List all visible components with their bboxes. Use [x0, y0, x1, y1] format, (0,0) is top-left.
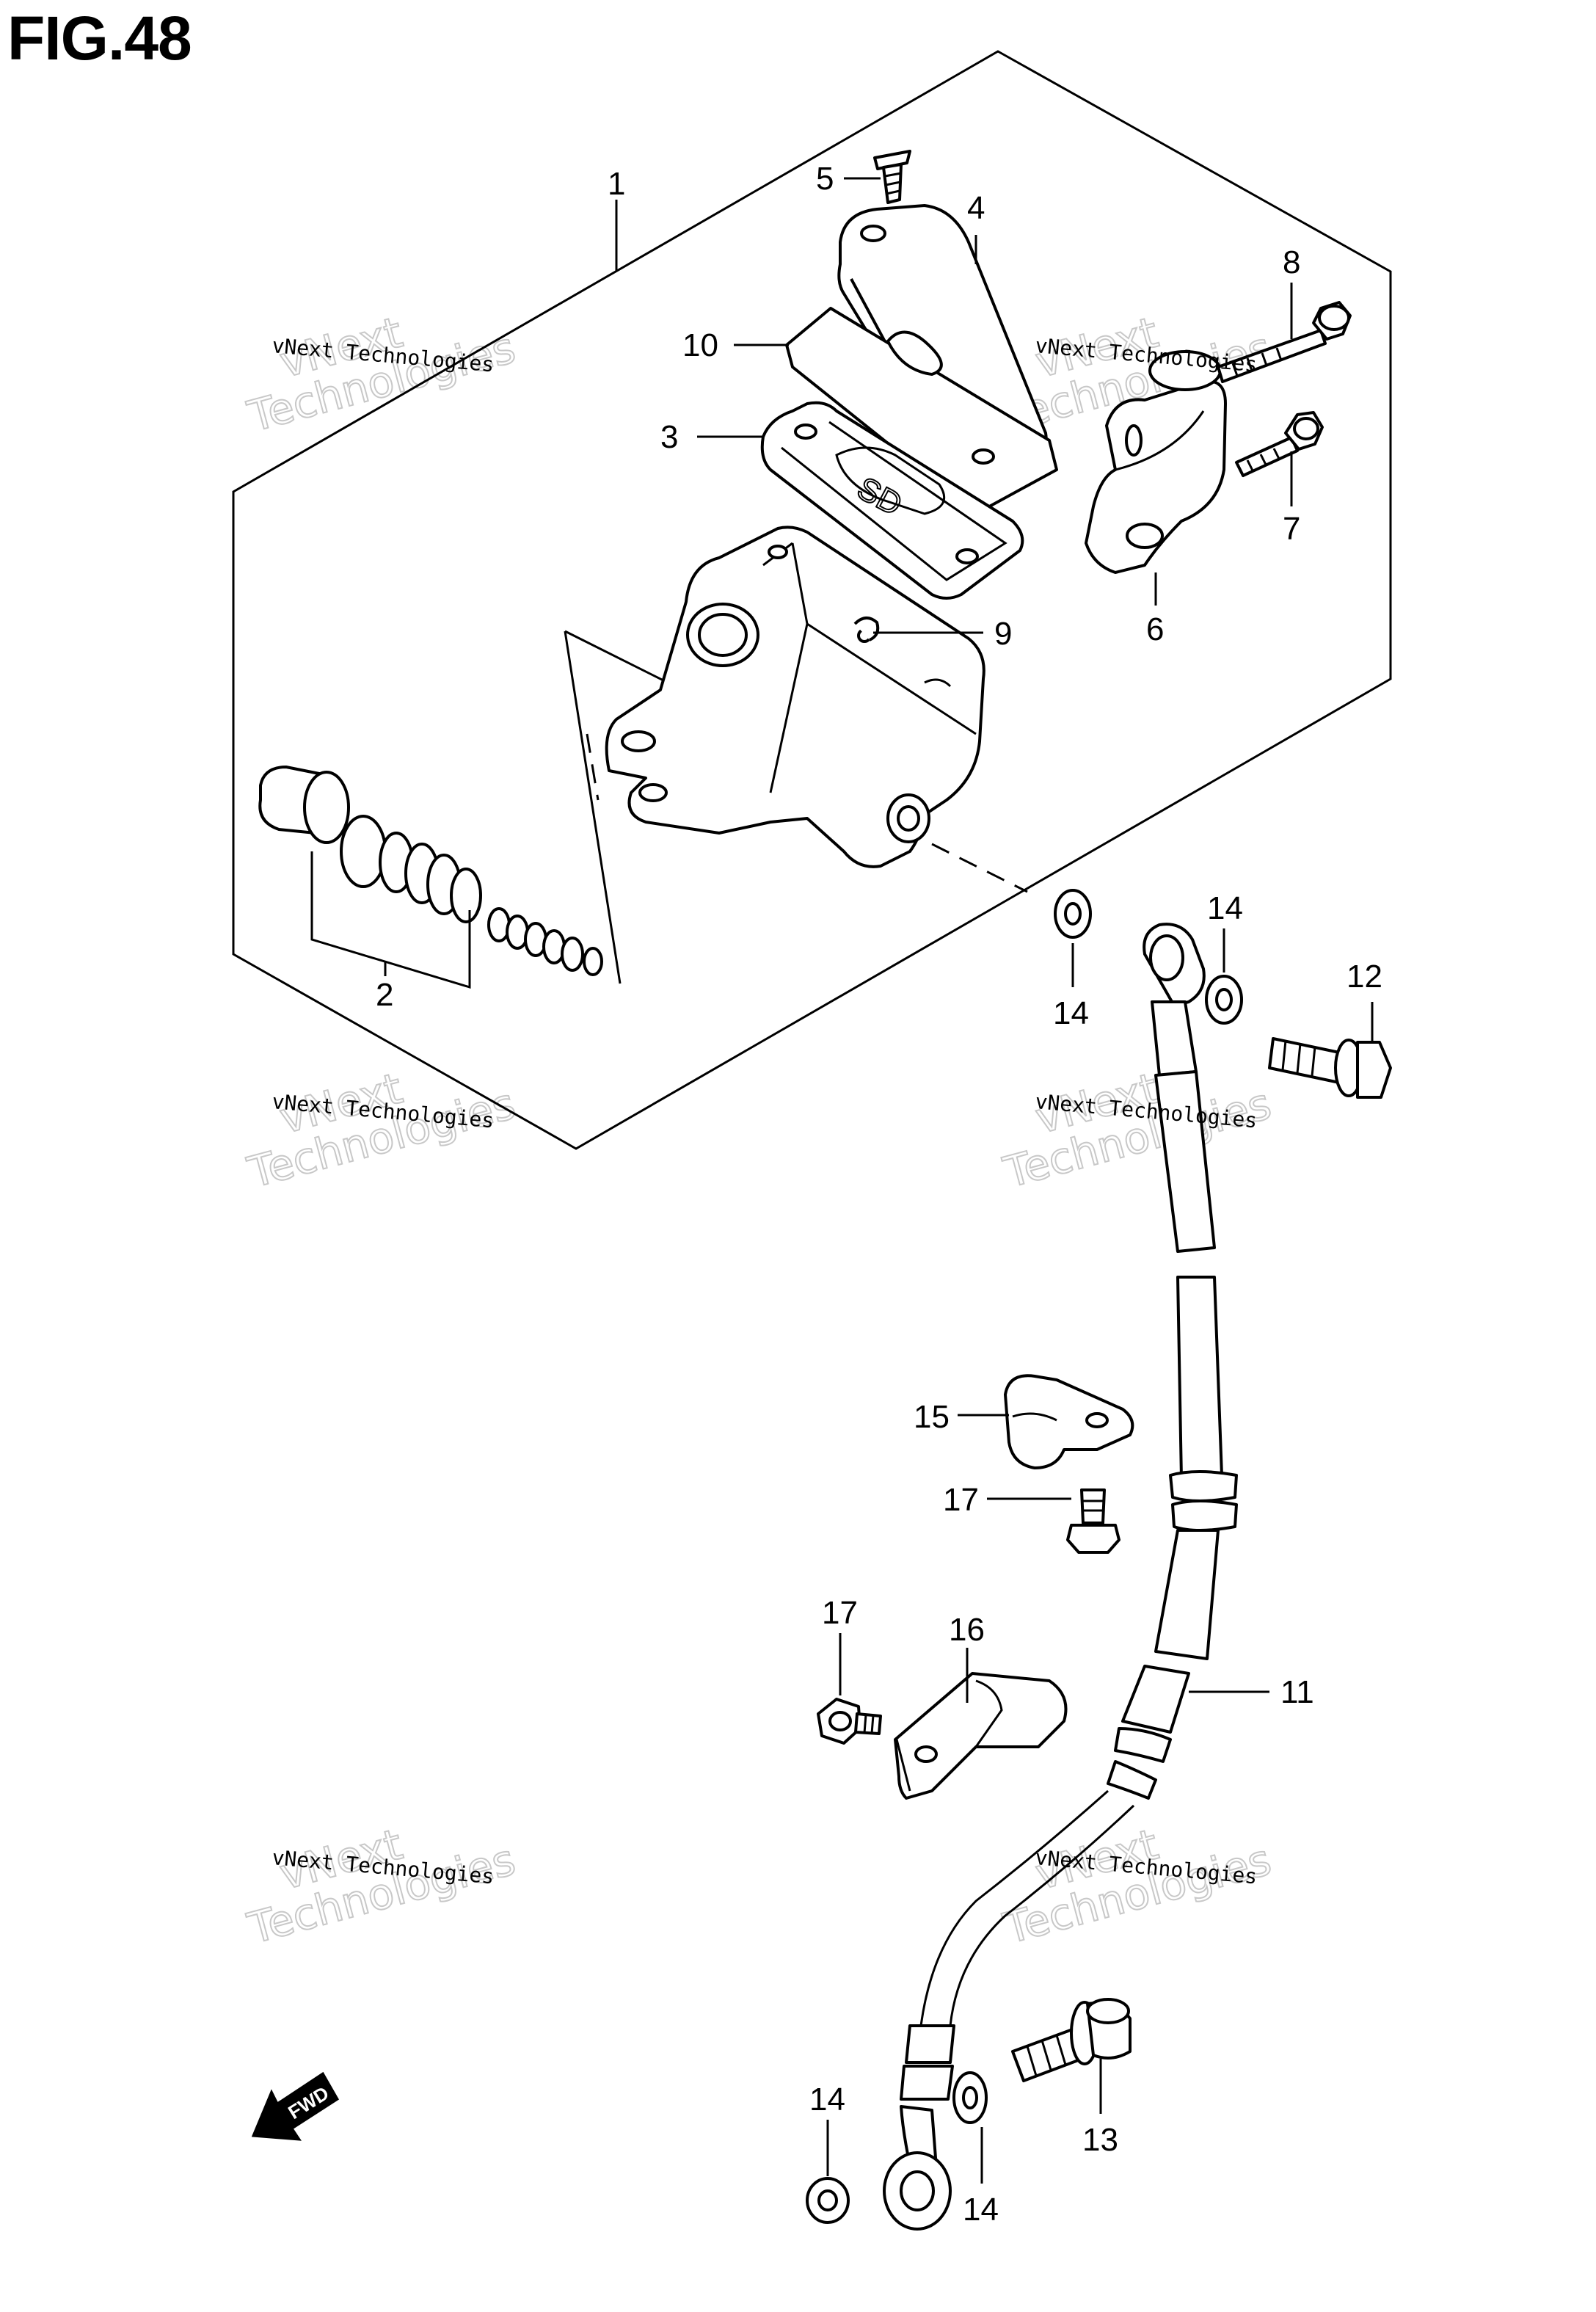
brake-hose-part-11 — [883, 923, 1238, 2231]
callout-labels: 1 2 3 4 5 6 7 8 9 10 11 12 13 14 14 14 1… — [376, 161, 1382, 2228]
callout-11: 11 — [1280, 1674, 1314, 1710]
callout-17: 17 — [943, 1482, 979, 1518]
callout-14: 14 — [1207, 890, 1243, 926]
callout-10: 10 — [682, 327, 718, 363]
callout-13: 13 — [1082, 2122, 1118, 2158]
wedge-outline — [564, 630, 622, 984]
callout-16: 16 — [949, 1612, 985, 1648]
callout-6: 6 — [1146, 611, 1164, 647]
screw-part-5 — [873, 150, 911, 204]
holder-clamp-part-6 — [1085, 350, 1227, 574]
callout-5: 5 — [816, 161, 834, 197]
washer-part-14 — [952, 2071, 988, 2124]
forward-arrow-icon: FWD — [251, 2071, 340, 2141]
bolt-part-8 — [1217, 301, 1352, 383]
bolt-part-17 — [817, 1698, 882, 1745]
washer-part-14 — [1205, 975, 1243, 1025]
washer-part-14 — [806, 2177, 850, 2224]
piston-kit-part-2 — [258, 766, 603, 976]
callout-2: 2 — [376, 977, 393, 1013]
master-cylinder-body — [605, 526, 985, 868]
callout-9: 9 — [994, 616, 1012, 652]
axis-line — [931, 843, 1028, 893]
diaphragm-plate-part-10 — [785, 307, 1058, 515]
callout-8: 8 — [1283, 244, 1300, 280]
figure-title: FIG.48 — [7, 4, 192, 73]
callout-14: 14 — [1053, 995, 1089, 1031]
bracket-part-2 — [310, 851, 471, 989]
assembly-outline — [232, 50, 1392, 1150]
callout-17: 17 — [822, 1595, 858, 1631]
callout-4: 4 — [967, 190, 985, 226]
bracket-part-16 — [894, 1672, 1068, 1800]
callout-15: 15 — [914, 1399, 950, 1435]
union-bolt-part-12 — [1268, 1037, 1392, 1099]
circlip-part-9 — [853, 617, 880, 641]
union-bolt-part-13 — [1011, 1998, 1132, 2082]
bolt-part-17 — [1066, 1488, 1121, 1554]
callout-12: 12 — [1347, 959, 1382, 995]
callout-14: 14 — [809, 2082, 845, 2117]
axis-line — [586, 733, 600, 801]
callout-14: 14 — [963, 2192, 999, 2228]
callout-7: 7 — [1283, 511, 1300, 547]
bolt-part-7 — [1235, 411, 1324, 477]
clamp-part-15 — [1004, 1374, 1134, 1469]
callout-1: 1 — [608, 166, 625, 202]
washer-part-14 — [1054, 889, 1092, 939]
callout-3: 3 — [660, 419, 678, 455]
diaphragm-part-3: SD — [760, 401, 1024, 600]
wedge-outline — [564, 630, 668, 684]
